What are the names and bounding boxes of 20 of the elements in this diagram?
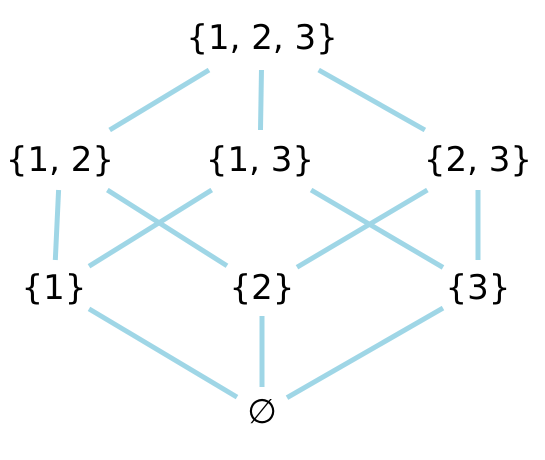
- set-label: {2, 3}: [424, 143, 532, 177]
- set-label: {2}: [230, 271, 294, 305]
- set-label: {1, 2}: [6, 143, 114, 177]
- set-label: {1, 3}: [206, 143, 314, 177]
- connector-line: [88, 188, 214, 268]
- connector-line: [476, 190, 480, 260]
- connector-line: [310, 188, 444, 270]
- connector-line: [88, 306, 238, 400]
- connector-line: [296, 188, 429, 270]
- connector-line: [260, 316, 264, 387]
- set-label: {3}: [446, 271, 510, 305]
- connector-line: [317, 68, 426, 132]
- set-label: {1, 2, 3}: [186, 21, 338, 55]
- connector-line: [52, 190, 62, 260]
- set-label: {1}: [22, 271, 86, 305]
- set-label: ∅: [247, 395, 277, 429]
- connector-line: [286, 306, 444, 400]
- connector-line: [106, 188, 228, 268]
- connector-line: [258, 70, 264, 130]
- connector-line: [108, 68, 210, 132]
